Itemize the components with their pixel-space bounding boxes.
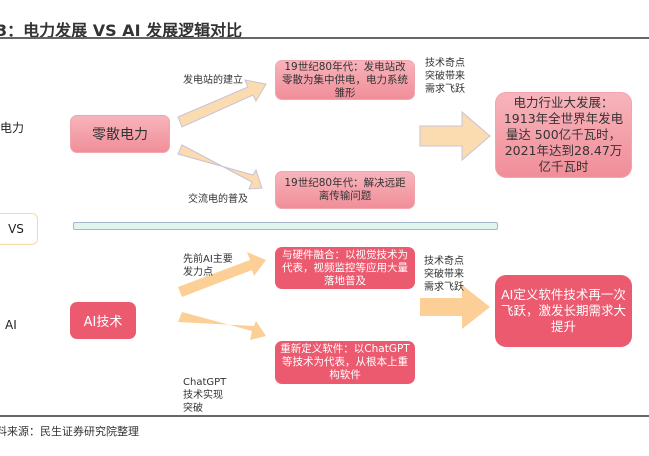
ai-arrow-label: 技术奇点突破带来需求飞跃 (424, 256, 464, 293)
divider-bar (73, 222, 498, 230)
power-branch-bottom-label: 交流电的普及 (188, 194, 248, 205)
ai-bottom-box: 重新定义软件：以ChatGPT等技术为代表，从根本上重构软件 (275, 341, 415, 384)
vs-label: VS (0, 213, 38, 245)
power-bottom-box: 19世纪80年代：解决远距离传输问题 (275, 171, 415, 209)
big-arrow-power (419, 110, 491, 162)
power-source-box: 零散电力 (70, 115, 170, 153)
footer-rule (0, 415, 649, 417)
power-branch-top-label: 发电站的建立 (183, 75, 243, 86)
power-side-label: 电力 (0, 121, 25, 135)
ai-branch-bottom-label: ChatGPT技术实现突破 (183, 377, 227, 414)
arrow-down-power (177, 144, 263, 190)
arrow-down-ai (178, 312, 266, 340)
title-rule (0, 37, 649, 39)
figure-title: 3：电力发展 VS AI 发展逻辑对比 (0, 21, 243, 40)
power-result-box: 电力行业大发展：1913年全世界年发电量达 500亿千瓦时，2021年达到28.… (495, 92, 632, 178)
ai-top-box: 与硬件融合：以视觉技术为代表，视频监控等应用大量落地普及 (275, 247, 415, 289)
ai-side-label: AI (5, 318, 17, 332)
arrow-up-ai (178, 252, 266, 297)
ai-branch-top-label: 先前AI主要发力点 (183, 254, 233, 278)
power-arrow-label: 技术奇点突破带来需求飞跃 (425, 58, 465, 95)
source-note: 料来源：民生证券研究院整理 (0, 425, 139, 438)
ai-result-box: AI定义软件技术再一次飞跃，激发长期需求大提升 (495, 275, 632, 347)
big-arrow-ai (420, 285, 490, 329)
ai-source-box: AI技术 (70, 302, 136, 339)
power-top-box: 19世纪80年代：发电站改零散为集中供电，电力系统雏形 (275, 60, 415, 100)
arrow-up-power (177, 79, 267, 128)
